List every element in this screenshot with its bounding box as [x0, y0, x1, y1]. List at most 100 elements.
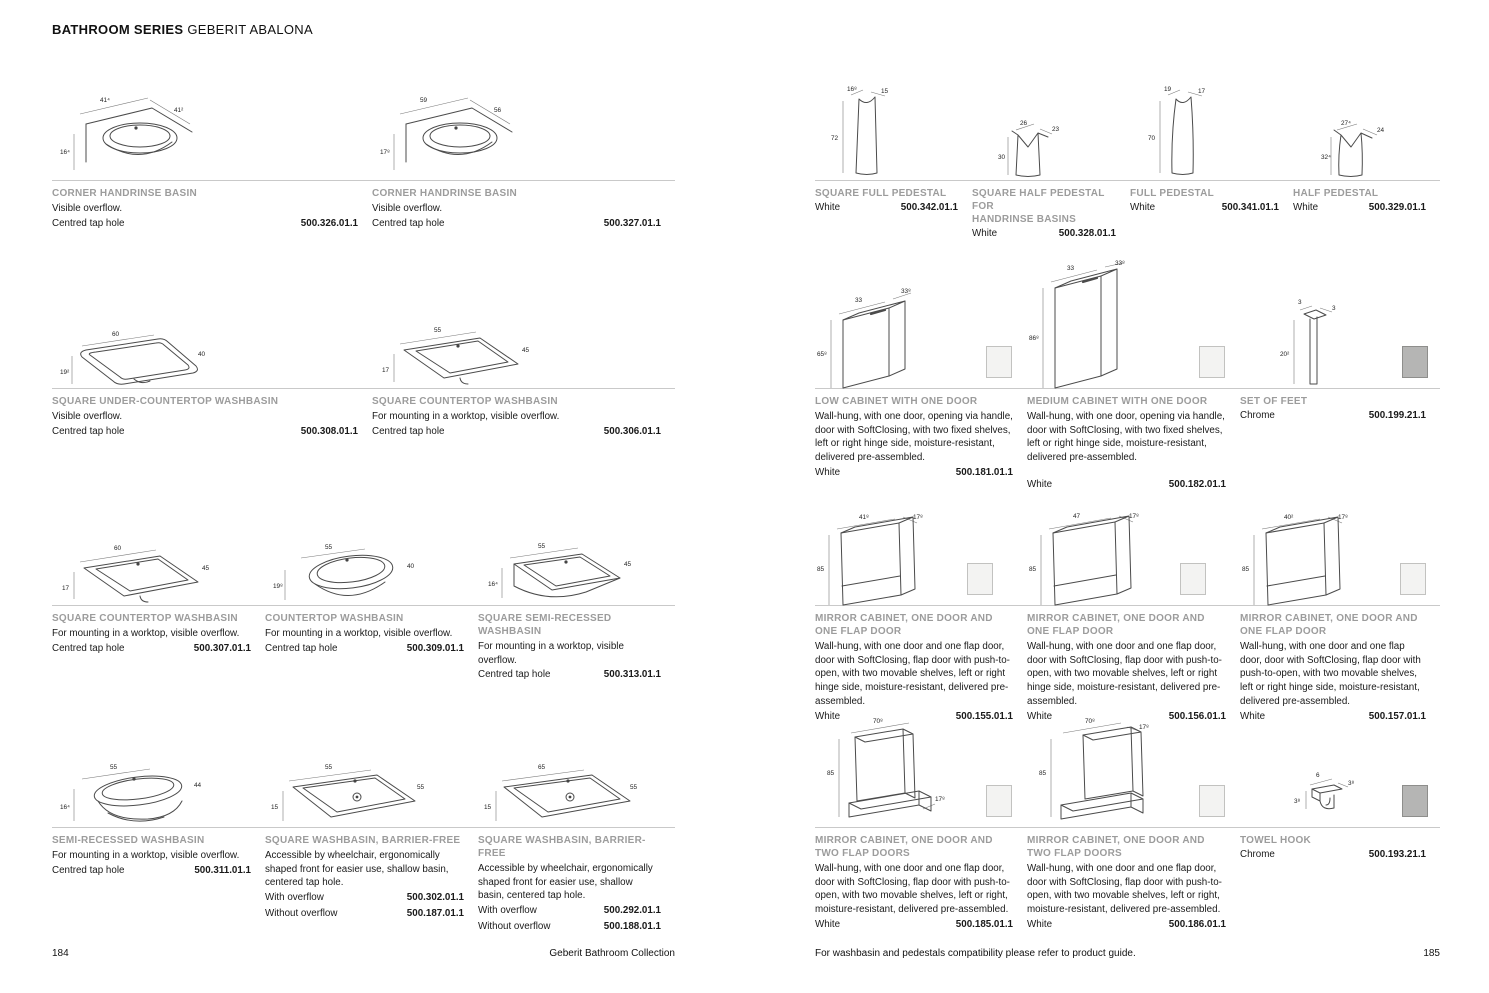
dimension-label: 45 [624, 561, 632, 568]
product-drawing-towel-hook: 6 3⁸ 3⁸ [1240, 705, 1440, 827]
technical-drawing: 19 17 70 [1148, 86, 1206, 175]
dimension-label: 16⁴ [488, 581, 498, 588]
dimension-label: 85 [1242, 566, 1250, 573]
variant-label: White [1240, 710, 1266, 722]
variant-label: With overflow [478, 905, 537, 917]
variant-label: White [972, 228, 998, 239]
variant-label: White [1027, 710, 1053, 722]
dimension-label: 17⁸ [935, 796, 945, 803]
color-swatch-white [1199, 785, 1225, 817]
dimension-label: 17⁸ [913, 514, 923, 521]
product-description: Visible overflow. [372, 203, 443, 214]
product-title: SQUARE FULL PEDESTAL [815, 188, 947, 199]
dimension-label: 17⁸ [1338, 514, 1348, 521]
product-code: 500.186.01.1 [1168, 918, 1226, 930]
dimension-label: 44 [194, 782, 202, 789]
product-card: 70⁸ 17⁸ 85 MIRROR CABINET, ONE DOOR AND … [815, 705, 1027, 933]
product-drawing-barrier-free-basin: 65 55 15 [478, 760, 675, 827]
product-code: 500.193.21.1 [1368, 849, 1426, 860]
product-code: 500.311.01.1 [194, 864, 251, 876]
product-drawing-corner-basin: 59 56 17⁸ [372, 85, 675, 180]
variant-label: White [815, 710, 841, 722]
dimension-label: 85 [827, 770, 835, 777]
product-title: HALF PEDESTAL [1293, 188, 1379, 199]
product-code: 500.313.01.1 [603, 669, 661, 681]
variant-label: White [815, 466, 841, 478]
dimension-label: 85 [1039, 770, 1047, 777]
product-drawing-low-cabinet: 33 33⁸ 65⁸ [815, 262, 1027, 389]
dimension-label: 33⁸ [1115, 260, 1125, 267]
product-drawing-mirror-cabinet: 47 17⁸ 85 [1027, 483, 1240, 606]
product-title: SQUARE COUNTERTOP WASHBASIN [52, 613, 238, 624]
product-card: 41⁸ 17⁸ 85 MIRROR CABINET, ONE DOOR AND … [815, 483, 1027, 724]
dimension-label: 86⁸ [1029, 335, 1039, 342]
product-title: MIRROR CABINET, ONE DOOR AND ONE FLAP DO… [1027, 613, 1205, 637]
dimension-label: 3 [1298, 299, 1302, 306]
product-card: 40² 17⁸ 85 MIRROR CABINET, ONE DOOR AND … [1240, 483, 1440, 724]
dimension-label: 70 [1148, 135, 1156, 142]
dimension-label: 16⁴ [60, 149, 70, 156]
product-drawing-full-pedestal: 19 17 70 [1130, 85, 1293, 180]
color-swatch-white [1400, 563, 1426, 595]
technical-drawing: 55 44 16⁴ [60, 764, 202, 822]
dimension-label: 3⁸ [1294, 798, 1301, 805]
product-code: 500.307.01.1 [193, 642, 251, 654]
variant-label: Chrome [1240, 410, 1275, 421]
product-card: 47 17⁸ 85 MIRROR CABINET, ONE DOOR AND O… [1027, 483, 1240, 724]
color-swatch-chrome [1402, 346, 1428, 378]
dimension-label: 15 [484, 804, 492, 811]
variant-label: Centred tap hole [52, 864, 125, 876]
dimension-label: 85 [817, 566, 825, 573]
dimension-label: 55 [325, 764, 333, 771]
dimension-label: 3⁸ [1348, 780, 1355, 787]
product-title: LOW CABINET WITH ONE DOOR [815, 396, 978, 407]
technical-drawing: 3 3 20² [1280, 299, 1336, 385]
product-code: 500.306.01.1 [603, 425, 661, 437]
dimension-label: 70⁸ [1085, 718, 1095, 725]
dimension-label: 60 [114, 545, 122, 552]
product-drawing-square-half-pedestal: 26 23 30 [972, 85, 1130, 180]
dimension-label: 41⁸ [859, 514, 869, 521]
dimension-label: 17 [1198, 88, 1206, 95]
technical-drawing: 70⁸ 17⁸ 85 [827, 718, 945, 818]
product-card: 59 56 17⁸ CORNER HANDRINSE BASIN Visible… [372, 85, 675, 231]
color-swatch-white [967, 563, 993, 595]
color-swatch-white [1180, 563, 1206, 595]
technical-drawing: 55 55 15 [271, 764, 425, 821]
product-code: 500.185.01.1 [955, 918, 1013, 930]
product-description: For mounting in a worktop, visible overf… [372, 411, 560, 422]
page-header: BATHROOM SERIES GEBERIT ABALONA [52, 22, 313, 37]
dimension-label: 65 [538, 764, 546, 771]
product-card: 70⁸ 17⁸ 85 MIRROR CABINET, ONE DOOR AND … [1027, 705, 1240, 933]
technical-drawing: 65 55 15 [484, 764, 638, 821]
product-title: CORNER HANDRINSE BASIN [52, 188, 197, 199]
dimension-label: 55 [630, 784, 638, 791]
dimension-label: 17 [382, 367, 390, 374]
dimension-label: 40 [198, 351, 206, 358]
dimension-label: 32⁴ [1321, 154, 1331, 161]
dimension-label: 33⁸ [901, 288, 911, 295]
product-drawing-mirror-cabinet: 40² 17⁸ 85 [1240, 483, 1440, 606]
product-card: 41⁴ 41² 16⁴ CORNER HANDRINSE BASIN Visib… [52, 85, 372, 231]
dimension-label: 45 [202, 565, 210, 572]
technical-drawing: 47 17⁸ 85 [1029, 513, 1139, 606]
dimension-label: 65⁸ [817, 351, 827, 358]
dimension-label: 41⁴ [100, 97, 110, 104]
variant-label: Without overflow [265, 907, 338, 919]
dimension-label: 17⁸ [380, 149, 390, 156]
product-card: 33 33⁸ 86⁸ MEDIUM CABINET WITH ONE DOOR … [1027, 260, 1240, 493]
product-drawing-semi-recessed-square-basin: 55 45 16⁴ [478, 540, 675, 605]
product-title: SQUARE WASHBASIN, BARRIER-FREE [265, 835, 461, 846]
dimension-label: 40 [407, 563, 415, 570]
product-code: 500.302.01.1 [406, 892, 464, 904]
color-swatch-chrome [1402, 785, 1428, 817]
product-description: Wall-hung, with one door, opening via ha… [815, 411, 1013, 464]
product-card: 60 45 17 SQUARE COUNTERTOP WASHBASIN For… [52, 540, 265, 683]
product-description: Visible overflow. [52, 411, 123, 422]
technical-drawing: 40² 17⁸ 85 [1242, 514, 1348, 606]
product-code: 500.308.01.1 [300, 425, 358, 437]
